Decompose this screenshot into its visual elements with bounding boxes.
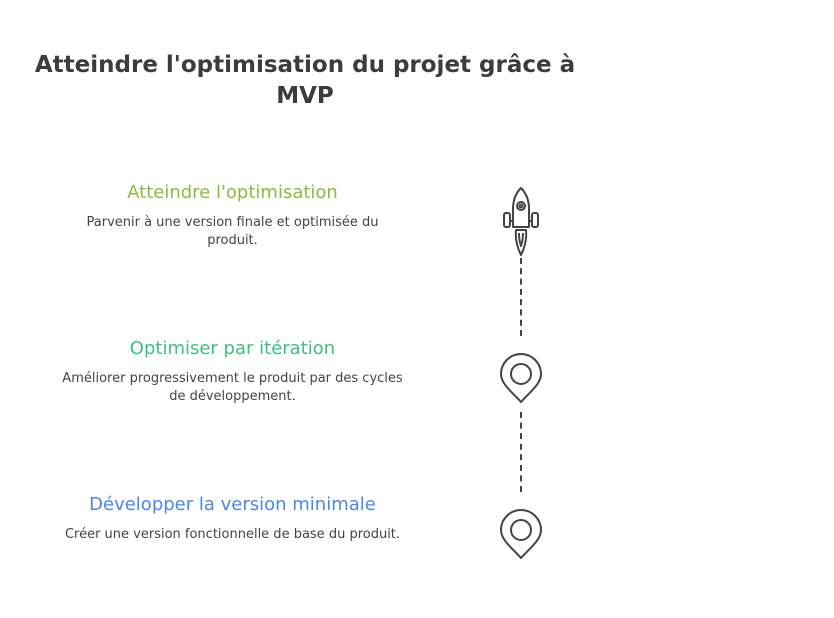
map-pin-icon <box>499 353 543 404</box>
map-pin-icon <box>499 509 543 560</box>
step-heading: Optimiser par itération <box>129 338 336 359</box>
step-heading: Développer la version minimale <box>89 494 376 515</box>
connector-line <box>520 412 522 492</box>
step-description: Améliorer progressivement le produit par… <box>62 371 403 404</box>
connector-line <box>520 258 522 336</box>
diagram-title: Atteindre l'optimisation du projet grâce… <box>34 52 576 109</box>
step-description: Parvenir à une version finale et optimis… <box>86 215 379 248</box>
step-optimization: Atteindre l'optimisation Parvenir à une … <box>60 182 405 250</box>
step-description: Créer une version fonctionnelle de base … <box>64 527 401 542</box>
step-mvp: Développer la version minimale Créer une… <box>60 494 405 544</box>
step-heading: Atteindre l'optimisation <box>127 182 338 203</box>
step-iteration: Optimiser par itération Améliorer progre… <box>60 338 405 406</box>
rocket-icon <box>503 187 539 256</box>
